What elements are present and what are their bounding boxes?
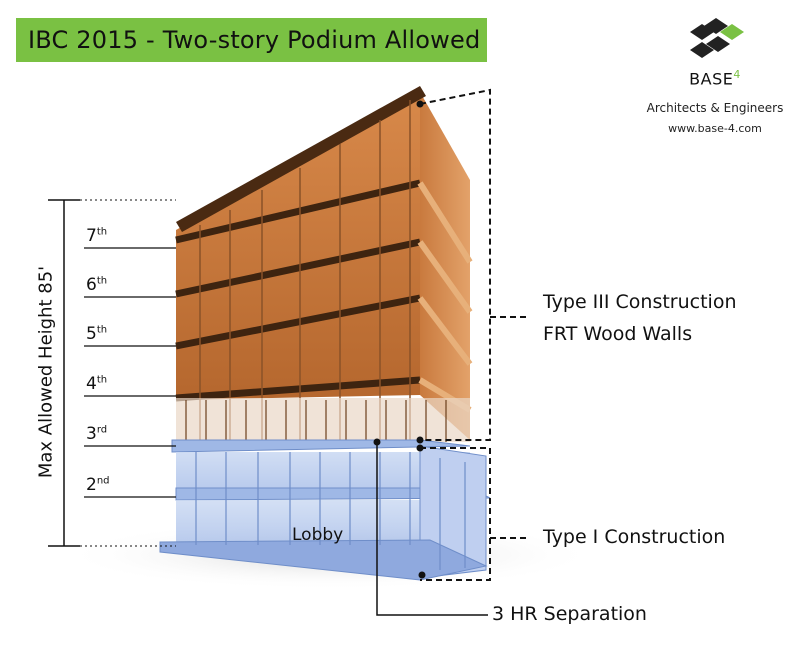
type1-bracket	[420, 447, 530, 581]
separation-callout: 3 HR Separation	[492, 603, 647, 625]
wood-structure	[175, 86, 473, 442]
lobby-label: Lobby	[292, 525, 344, 545]
floor-number: 4	[86, 374, 97, 394]
floor-suffix: th	[96, 275, 108, 287]
floor-number: 3	[86, 424, 97, 444]
wood-side-face	[420, 92, 470, 440]
floor-label-7: 7th	[86, 226, 107, 246]
floor-suffix: th	[96, 324, 108, 336]
wood-roof	[176, 86, 426, 232]
floor-number: 5	[86, 324, 97, 344]
separation-leader	[376, 442, 488, 616]
podium-structure	[159, 439, 491, 581]
floor-number: 2	[86, 475, 97, 495]
logo-tagline: Architects & Engineers	[646, 101, 784, 115]
floor-leaders	[84, 247, 176, 498]
logo-name-text: BASE	[689, 69, 734, 89]
floor-suffix: th	[96, 226, 108, 238]
wood-studs	[199, 100, 411, 440]
floor-suffix: rd	[96, 424, 108, 436]
type1-callout: Type I Construction	[543, 526, 726, 548]
type1-marker-bottom	[418, 571, 426, 579]
floor-label-6: 6th	[86, 275, 107, 295]
logo-mark-icon	[690, 18, 744, 58]
title-banner: IBC 2015 - Two-story Podium Allowed	[16, 18, 487, 62]
max-height-label: Max Allowed Height 85'	[35, 265, 57, 479]
floor-label-2: 2nd	[86, 475, 110, 495]
separation-marker	[373, 438, 381, 446]
type1-marker-top	[416, 444, 424, 452]
wood-front-face	[176, 92, 420, 400]
height-dimension	[48, 199, 176, 547]
floor-suffix: nd	[96, 475, 110, 487]
podium-base-slab	[159, 539, 488, 581]
floor-label-4: 4th	[86, 374, 107, 394]
floor-number: 7	[86, 226, 97, 246]
floor-suffix: th	[96, 374, 108, 386]
floor-number: 6	[86, 275, 97, 295]
floor-label-5: 5th	[86, 324, 107, 344]
type3-marker	[416, 100, 424, 108]
page-title: IBC 2015 - Two-story Podium Allowed	[28, 26, 481, 54]
floor-label-3: 3rd	[86, 424, 107, 444]
logo-name-sup: 4	[733, 68, 741, 81]
logo-name: BASE4	[640, 68, 790, 88]
logo-url: www.base-4.com	[668, 122, 762, 135]
third-floor-framing	[176, 398, 470, 442]
type3-callout-line1: Type III Construction	[543, 291, 737, 313]
type3-callout-line2: FRT Wood Walls	[543, 323, 693, 345]
type3-bracket	[419, 88, 530, 441]
podium-slab-3rd	[171, 439, 471, 453]
company-logo: BASE4 Architects & Engineers www.base-4.…	[640, 18, 790, 138]
type3-marker-bottom	[416, 436, 424, 444]
